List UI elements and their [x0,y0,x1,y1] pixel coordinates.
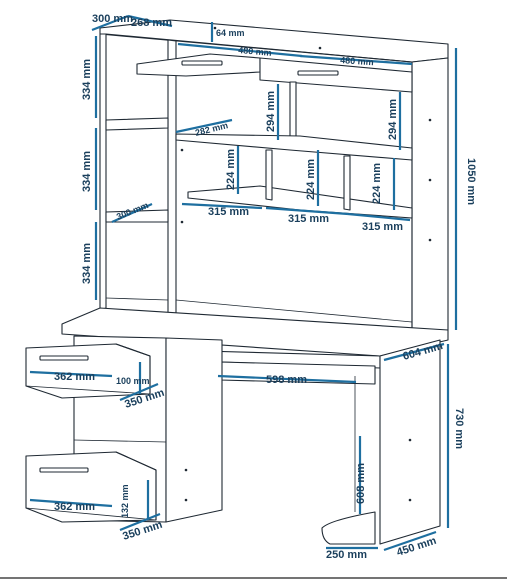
drawer-1-side [115,343,151,394]
label-top-depth: 300 mm [92,13,133,25]
label-upper-height-right: 294 mm [387,99,399,140]
hutch-floor-line [175,299,413,323]
label-top-width: 268 mm [131,17,172,29]
upper-handle-left [181,60,223,66]
screw-dot [428,118,432,122]
hutch-back-edge [105,33,413,338]
screw-dot [408,438,412,442]
label-cubby-width-2: 315 mm [288,213,329,225]
label-cubby-width-1: 315 mm [208,206,249,218]
label-cubby-width-3: 315 mm [362,221,403,233]
drawer-cabinet-side [165,337,223,523]
screw-dot [184,468,188,472]
screw-dot [180,148,184,152]
left-tower-shelf-2 [105,209,169,223]
label-cubby-height-1: 224 mm [225,149,237,190]
drawer-1-handle [39,355,89,361]
cubby-shelf [187,185,413,219]
cubby-divider-1 [265,149,273,201]
label-desk-height: 730 mm [453,408,465,449]
screw-dot [428,238,432,242]
screw-dot [318,46,322,50]
drawer-2-side [115,451,157,520]
cubby-divider-2 [343,155,351,211]
hutch-left-side [99,33,107,311]
drawer-2-bottom [25,507,157,521]
drawer-2-handle [39,467,89,473]
upper-handle-right [297,70,339,76]
label-total-height: 1050 mm [465,158,477,205]
label-drawer1-width: 362 mm [54,371,95,383]
label-left-height-2: 334 mm [81,151,93,192]
screw-dot [213,26,217,30]
screw-dot [184,498,188,502]
screw-dot [180,220,184,224]
label-kneespace-height: 608 mm [355,463,367,504]
hutch-left-divider [167,39,177,315]
label-shelf-width-right: 480 mm [340,55,374,67]
screw-dot [408,498,412,502]
label-base-depth-left: 250 mm [326,549,367,561]
hutch-right-side [411,57,449,339]
label-kneespace-width: 598 mm [266,374,307,386]
label-cubby-height-2: 224 mm [305,159,317,200]
label-top-thickness: 64 mm [216,28,245,38]
desk-right-leg [379,339,441,545]
screw-dot [428,178,432,182]
label-drawer1-height: 100 mm [116,376,150,386]
label-cubby-height-3: 224 mm [371,163,383,204]
dimension-arrows [29,14,458,552]
hutch-middle-shelf [175,133,413,161]
label-left-height-1: 334 mm [81,59,93,100]
left-tower-shelf-1 [105,117,169,131]
cabinet-shelf-line [73,439,167,443]
label-drawer2-width: 362 mm [54,501,95,513]
left-tower-floor [105,297,169,301]
label-drawer2-depth: 350 mm [121,519,164,543]
desk-base-foot [321,511,376,545]
label-shelf-width-left: 480 mm [238,45,272,58]
drawer-1-bottom [25,385,151,395]
label-left-height-3: 334 mm [81,243,93,284]
label-drawer2-height: 132 mm [120,484,130,518]
upper-compartment-divider [289,81,297,139]
label-upper-height-left: 294 mm [265,91,277,132]
